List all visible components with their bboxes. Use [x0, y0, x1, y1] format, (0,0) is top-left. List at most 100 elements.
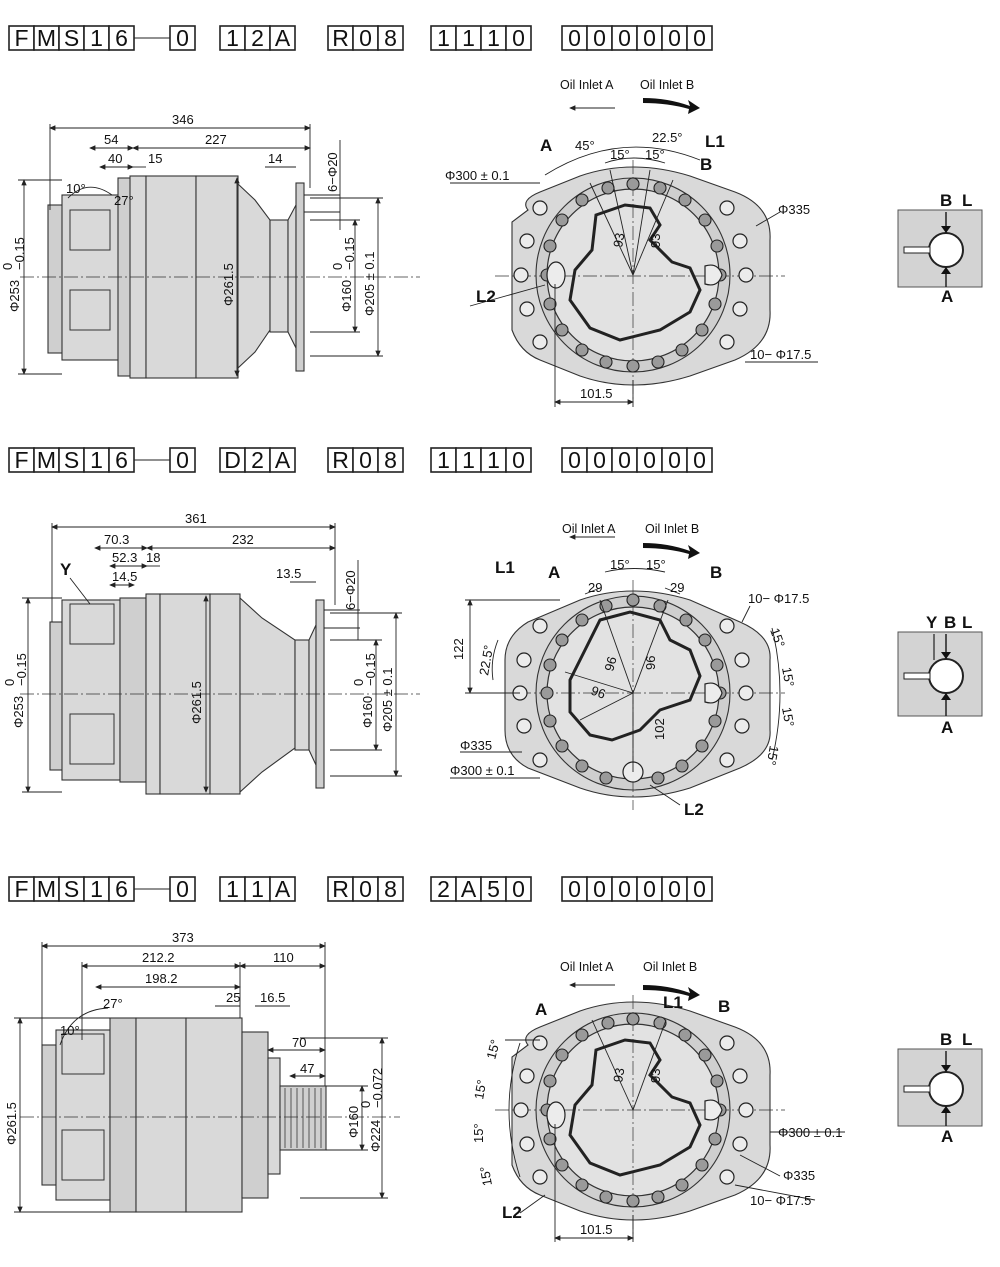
oil-inlet-a: Oil Inlet A: [560, 78, 614, 92]
dim-54: 54: [104, 132, 118, 147]
dim-14-5: 14.5: [112, 569, 137, 584]
code-char: 1: [251, 876, 264, 902]
code-char: A: [461, 876, 477, 902]
code-char: 1: [487, 447, 500, 473]
dim-29-a: 29: [588, 580, 602, 595]
port-b: B: [700, 155, 712, 174]
code-char: 0: [618, 447, 631, 473]
dim-18: 18: [146, 550, 160, 565]
code-char: 1: [226, 25, 239, 51]
code-char: M: [37, 25, 56, 51]
angle-27: 27°: [103, 996, 123, 1011]
dia-205: Φ205 ± 0.1: [380, 668, 395, 733]
code-char: 8: [384, 25, 397, 51]
dim-52-3: 52.3: [112, 550, 137, 565]
spline: [284, 1088, 322, 1148]
code-char: 6: [115, 447, 128, 473]
tol-253-hi: 0: [0, 263, 15, 270]
section-3: F M S 1 6 0 1 1 A R 0 8 2 A 5 0 0 0 0 0 …: [4, 876, 983, 1242]
dim-361: 361: [185, 511, 207, 526]
model-code-3: F M S 1 6 0 1 1 A R 0 8 2 A 5 0 0 0 0 0 …: [8, 876, 713, 902]
side-view-2: 361 70.3 232 52.3 18 14.5 13.5 6−Φ20 Y Φ…: [2, 511, 420, 795]
angle-45: 45°: [575, 138, 595, 153]
code-char: 0: [176, 25, 189, 51]
oil-inlet-b: Oil Inlet B: [640, 78, 694, 92]
holes-10-phi17-5: 10− Φ17.5: [750, 1193, 811, 1208]
side-view-1: 346 54 227 40 15 14 6−Φ20 Φ253 0 −0.15 Φ…: [0, 112, 420, 379]
dim-40: 40: [108, 151, 122, 166]
code-char: 0: [568, 876, 581, 902]
tol-253-hi: 0: [2, 679, 17, 686]
holes-10-phi17-5: 10− Φ17.5: [748, 591, 809, 606]
code-char: 1: [226, 876, 239, 902]
code-box: [8, 447, 713, 473]
port-a: A: [548, 563, 560, 582]
symbol-l: L: [962, 1030, 972, 1049]
code-box: [8, 876, 713, 902]
dia-335: Φ335: [778, 202, 810, 217]
code-char: S: [64, 876, 79, 902]
code-char: M: [37, 447, 56, 473]
code-char: F: [14, 876, 28, 902]
dim-198-2: 198.2: [145, 971, 178, 986]
dim-70-3: 70.3: [104, 532, 129, 547]
port-l1: L1: [495, 558, 515, 577]
front-view-2: Oil Inlet A Oil Inlet B L1 A B L2 15° 15…: [450, 522, 809, 819]
dim-93-a: 93: [610, 232, 627, 249]
code-char: 0: [568, 25, 581, 51]
dim-102: 102: [652, 718, 667, 740]
code-char: 0: [693, 25, 706, 51]
dim-14: 14: [268, 151, 282, 166]
code-char: 0: [668, 876, 681, 902]
code-char: 1: [462, 25, 475, 51]
code-char: 1: [487, 25, 500, 51]
code-char: M: [37, 876, 56, 902]
port-y: Y: [60, 560, 72, 579]
symbol-b: B: [940, 191, 952, 210]
dim-6-phi20: 6−Φ20: [325, 152, 340, 192]
dim-29-b: 29: [670, 580, 684, 595]
dim-110: 110: [273, 950, 294, 965]
dia-335: Φ335: [783, 1168, 815, 1183]
tol-224-hi: 0: [358, 1101, 373, 1108]
tol-160-lo: −0.15: [363, 653, 378, 686]
code-char: 0: [568, 447, 581, 473]
code-char: 2: [251, 447, 264, 473]
model-code-2: F M S 1 6 0 D 2 A R 0 8 1 1 1 0 0 0 0 0 …: [8, 447, 713, 473]
symbol-l: L: [962, 613, 972, 632]
angle-15-4: 15°: [477, 1165, 495, 1187]
code-char: 0: [643, 447, 656, 473]
angle-15-1: 15°: [483, 1038, 503, 1061]
code-char: 0: [643, 25, 656, 51]
flange-holes: [513, 1035, 754, 1185]
dim-212-2: 212.2: [142, 950, 175, 965]
dim-96-b: 96: [643, 656, 658, 670]
code-char: 1: [90, 876, 103, 902]
angle-15-4: 15°: [764, 744, 782, 766]
code-char: 1: [90, 25, 103, 51]
code-char: 0: [593, 447, 606, 473]
code-char: R: [332, 447, 349, 473]
dim-70: 70: [292, 1035, 306, 1050]
code-char: 2: [437, 876, 450, 902]
dim-47: 47: [300, 1061, 314, 1076]
hydraulic-symbol-3: B L A: [897, 1030, 983, 1146]
angle-15-right: 15°: [646, 557, 666, 572]
code-char: 0: [359, 447, 372, 473]
code-char: 1: [462, 447, 475, 473]
tol-253-lo: −0.15: [14, 653, 29, 686]
dia-253: Φ253: [11, 696, 26, 728]
code-char: 8: [384, 876, 397, 902]
flange-holes: [513, 200, 754, 350]
symbol-y: Y: [926, 613, 938, 632]
dim-346: 346: [172, 112, 194, 127]
dia-300: Φ300 ± 0.1: [778, 1125, 843, 1140]
section-2: F M S 1 6 0 D 2 A R 0 8 1 1 1 0 0 0 0 0 …: [2, 447, 983, 819]
dim-93-b: 93: [648, 234, 663, 248]
dim-15: 15: [148, 151, 162, 166]
angle-10: 10°: [60, 1023, 80, 1038]
symbol-a: A: [941, 287, 953, 306]
dia-160: Φ160: [346, 1106, 361, 1138]
code-char: 8: [384, 447, 397, 473]
code-char: R: [332, 876, 349, 902]
